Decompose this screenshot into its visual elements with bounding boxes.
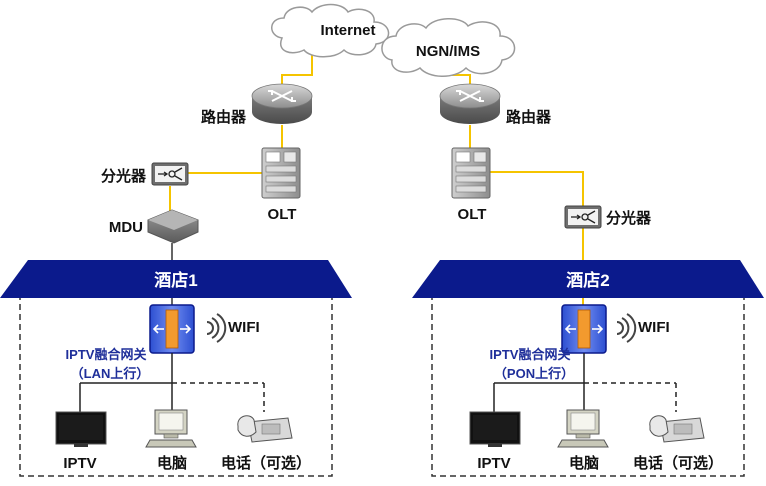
gateway-arrows-icon — [152, 324, 192, 334]
internet-label: Internet — [320, 22, 375, 39]
router-left: 路由器 — [201, 83, 313, 126]
splitter-icon — [158, 167, 183, 181]
hotel1: 酒店1 WIFI IPTV融合网关 （LAN上行） — [0, 260, 352, 477]
hotel1-title: 酒店1 — [154, 270, 197, 290]
olt-slot — [265, 185, 297, 193]
hotel2-gateway — [561, 304, 607, 354]
hotel2-wifi-icon — [616, 313, 637, 343]
olt-slot — [455, 175, 487, 183]
gateway-arrows-icon — [564, 324, 604, 334]
cloud-shape — [381, 18, 516, 77]
hotel2-wifi-label: WIFI — [638, 319, 670, 336]
olt-slot — [455, 185, 487, 193]
hotel2-iptv-label: IPTV — [477, 455, 510, 472]
olt-right: OLT — [451, 147, 491, 223]
gateway-firewall-icon — [577, 309, 591, 349]
hotel2-phone-label: 电话（可选） — [633, 454, 723, 472]
hotel1-phone-label: 电话（可选） — [221, 454, 311, 472]
router-right-label: 路由器 — [506, 108, 552, 126]
olt-left-label: OLT — [268, 206, 297, 223]
mdu: MDU — [109, 209, 199, 244]
router-right: 路由器 — [439, 83, 552, 126]
hotel1-phone-icon — [237, 415, 293, 443]
hotel2-gateway-label-2: （PON上行） — [494, 366, 574, 381]
hotel1-gateway — [149, 304, 195, 354]
gateway-firewall-icon — [165, 309, 179, 349]
hotel1-lan-lines — [79, 353, 265, 412]
hotel1-tv-icon — [55, 411, 107, 447]
hotel1-pc-icon — [145, 409, 197, 448]
olt-slot — [455, 165, 487, 173]
hotel2-pc-label: 电脑 — [569, 454, 599, 472]
fiber-olt-splitter-right — [490, 171, 584, 208]
hotel1-gateway-label-1: IPTV融合网关 — [66, 347, 147, 362]
hotel1-iptv-label: IPTV — [63, 455, 96, 472]
hotel2-pc-icon — [557, 409, 609, 448]
ngn-cloud: NGN/IMS — [381, 18, 516, 77]
olt-left: OLT — [261, 147, 301, 223]
ngn-label: NGN/IMS — [416, 43, 480, 60]
hotel2-title: 酒店2 — [566, 270, 609, 290]
olt-slot — [265, 175, 297, 183]
router-arrows-icon — [456, 90, 484, 102]
fiber-internet-router-left — [281, 55, 313, 88]
hotel1-wifi-label: WIFI — [228, 319, 260, 336]
olt-card — [265, 151, 281, 163]
olt-card — [455, 151, 471, 163]
splitter-icon — [571, 210, 596, 224]
splitter-left: 分光器 — [101, 162, 189, 186]
hotel1-gateway-label-2: （LAN上行） — [71, 366, 150, 381]
splitter-right-label: 分光器 — [606, 209, 652, 227]
internet-cloud: Internet — [271, 3, 390, 58]
olt-card — [473, 151, 487, 163]
splitter-right: 分光器 — [564, 205, 652, 229]
olt-card — [283, 151, 297, 163]
hotel1-wifi-icon — [206, 313, 227, 343]
router-arrows-icon — [268, 90, 296, 102]
mdu-top — [148, 210, 198, 230]
mdu-label: MDU — [109, 219, 143, 236]
hotel1-banner — [0, 260, 352, 298]
hotel1-pc-label: 电脑 — [157, 454, 187, 472]
hotel2: 酒店2 WIFI IPTV融合网关 （PON上行） — [412, 260, 764, 477]
hotel2-phone-icon — [649, 415, 705, 443]
splitter-left-label: 分光器 — [101, 167, 147, 185]
hotel2-tv-icon — [469, 411, 521, 447]
hotel2-lan-lines — [493, 353, 677, 412]
hotel2-banner — [412, 260, 764, 298]
cloud-shape — [271, 3, 390, 58]
olt-right-label: OLT — [458, 206, 487, 223]
hotel2-gateway-label-1: IPTV融合网关 — [490, 347, 571, 362]
router-left-label: 路由器 — [201, 108, 247, 126]
olt-slot — [265, 165, 297, 173]
